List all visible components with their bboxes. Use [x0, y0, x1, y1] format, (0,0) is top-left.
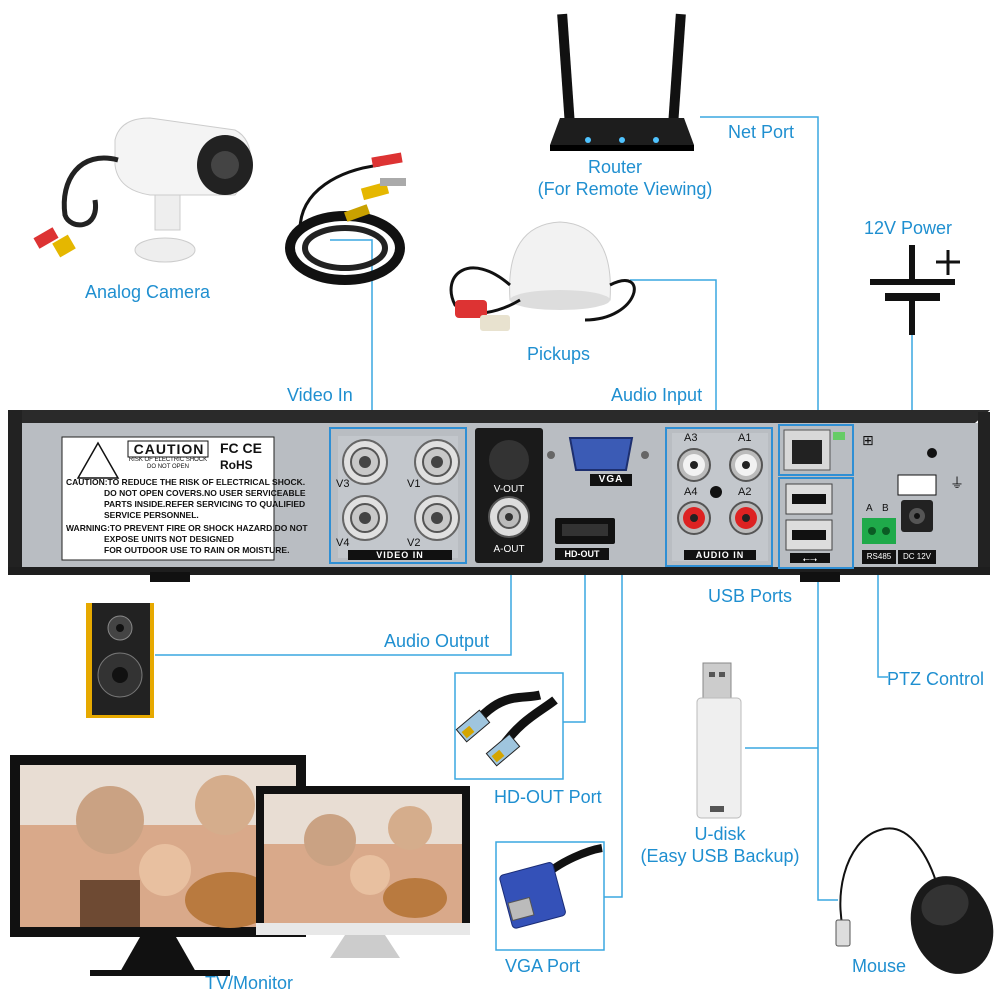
v1-label: V1	[407, 478, 421, 490]
audio-in-strip-label: AUDIO IN	[684, 550, 756, 560]
a4-label: A4	[684, 486, 698, 498]
rca-a4-connector	[677, 501, 711, 535]
analog-camera-label: Analog Camera	[85, 282, 211, 302]
fc-ce-mark: FC CE	[220, 440, 262, 456]
bnc-v3-connector	[342, 439, 388, 485]
tv-monitor-label: TV/Monitor	[205, 973, 294, 993]
audio-input-label: Audio Input	[611, 385, 703, 405]
net-port-line	[700, 116, 819, 425]
bnc-v1-connector	[414, 439, 460, 485]
audio-input-line	[630, 279, 717, 425]
vout-label: V-OUT	[493, 484, 525, 495]
rca-a2-connector	[729, 501, 763, 535]
ptz-line	[877, 570, 888, 678]
analog-camera-image	[33, 117, 253, 263]
video-in-line	[330, 239, 373, 425]
rohs-mark: RoHS	[220, 458, 253, 472]
hdmi-cable-image	[454, 672, 564, 780]
v2-label: V2	[407, 537, 421, 549]
bnc-cable-coil-image	[285, 152, 406, 285]
video-in-label: Video In	[287, 385, 353, 405]
caution-title: CAUTION	[133, 441, 205, 457]
rs485-b-label: B	[882, 503, 889, 514]
video-in-strip-label: VIDEO IN	[348, 550, 452, 560]
usb-mouse-line	[817, 565, 838, 901]
pickup-microphone-image	[449, 221, 636, 331]
a1-label: A1	[738, 432, 752, 444]
ethernet-led	[833, 432, 845, 440]
speaker-image	[86, 603, 154, 718]
caution-line-3: PARTS INSIDE.REFER SERVICING TO QUALIFIE…	[104, 499, 306, 509]
usb-ports-label: USB Ports	[708, 586, 793, 606]
bnc-connectors	[342, 439, 460, 541]
rs485-a-label: A	[866, 503, 873, 514]
usb-disk-image	[696, 662, 742, 819]
v4-label: V4	[336, 537, 350, 549]
caution-small-2: DO NOT OPEN	[147, 464, 189, 470]
router-image	[550, 13, 694, 151]
mouse-label: Mouse	[852, 956, 907, 976]
a3-label: A3	[684, 432, 698, 444]
warning-line-2: EXPOSE UNITS NOT DESIGNED	[104, 534, 234, 544]
bnc-v2-connector	[414, 495, 460, 541]
audio-in-group	[665, 427, 773, 567]
aout-label: A-OUT	[493, 544, 525, 555]
usb-symbol-icon: ⭠⭢	[803, 555, 817, 565]
power-label: 12V Power	[864, 218, 953, 238]
ptz-control-label: PTZ Control	[887, 669, 985, 689]
v3-label: V3	[336, 478, 350, 490]
dc-power-symbol-icon	[870, 245, 960, 335]
rs485-terminal	[862, 518, 896, 544]
vga-port-label: VGA Port	[505, 956, 581, 976]
caution-label	[61, 436, 275, 561]
pickups-label: Pickups	[527, 344, 591, 364]
udisk-label: U-disk	[694, 824, 746, 844]
vga-cable-image	[495, 841, 605, 951]
caution-line-1: CAUTION:TO REDUCE THE RISK OF ELECTRICAL…	[66, 477, 306, 487]
network-icon: ⊞	[862, 433, 874, 449]
caution-small-1: RISK OF ELECTRIC SHOCK	[128, 457, 208, 463]
caution-line-4: SERVICE PERSONNEL.	[104, 510, 199, 520]
hdout-line	[563, 565, 586, 723]
warning-line-1: WARNING:TO PREVENT FIRE OR SHOCK HAZARD.…	[66, 523, 308, 533]
net-port-label: Net Port	[728, 122, 795, 142]
a2-label: A2	[738, 486, 752, 498]
ground-icon: ⏚	[950, 476, 964, 492]
audio-output-label: Audio Output	[384, 631, 490, 651]
hdout-panel-label: HD-OUT	[555, 548, 609, 560]
rca-a3-connector	[677, 448, 711, 482]
network-usb-group: ⭠⭢	[778, 424, 854, 569]
hdout-port-label: HD-OUT Port	[494, 787, 602, 807]
mouse-image	[835, 827, 994, 974]
ethernet-port	[792, 440, 822, 464]
rca-connectors	[677, 448, 763, 535]
vout-aout-group	[475, 428, 543, 563]
vga-line	[604, 470, 623, 898]
vga-panel-label: VGA	[590, 474, 632, 486]
warning-line-3: FOR OUTDOOR USE TO RAIN OR MOISTURE.	[104, 545, 290, 555]
router-sublabel: (For Remote Viewing)	[537, 179, 713, 199]
warning-triangle-icon	[76, 441, 120, 479]
caution-line-2: DO NOT OPEN COVERS.NO USER SERVICEABLE	[104, 488, 306, 498]
udisk-sublabel: (Easy USB Backup)	[640, 846, 800, 866]
connector-lines	[155, 116, 913, 901]
bnc-v4-connector	[342, 495, 388, 541]
second-monitor-image	[256, 786, 470, 958]
rca-a1-connector	[729, 448, 763, 482]
router-label: Router	[587, 157, 643, 177]
rs485-label: RS485	[862, 551, 896, 563]
dc12v-label: DC 12V	[898, 551, 936, 563]
